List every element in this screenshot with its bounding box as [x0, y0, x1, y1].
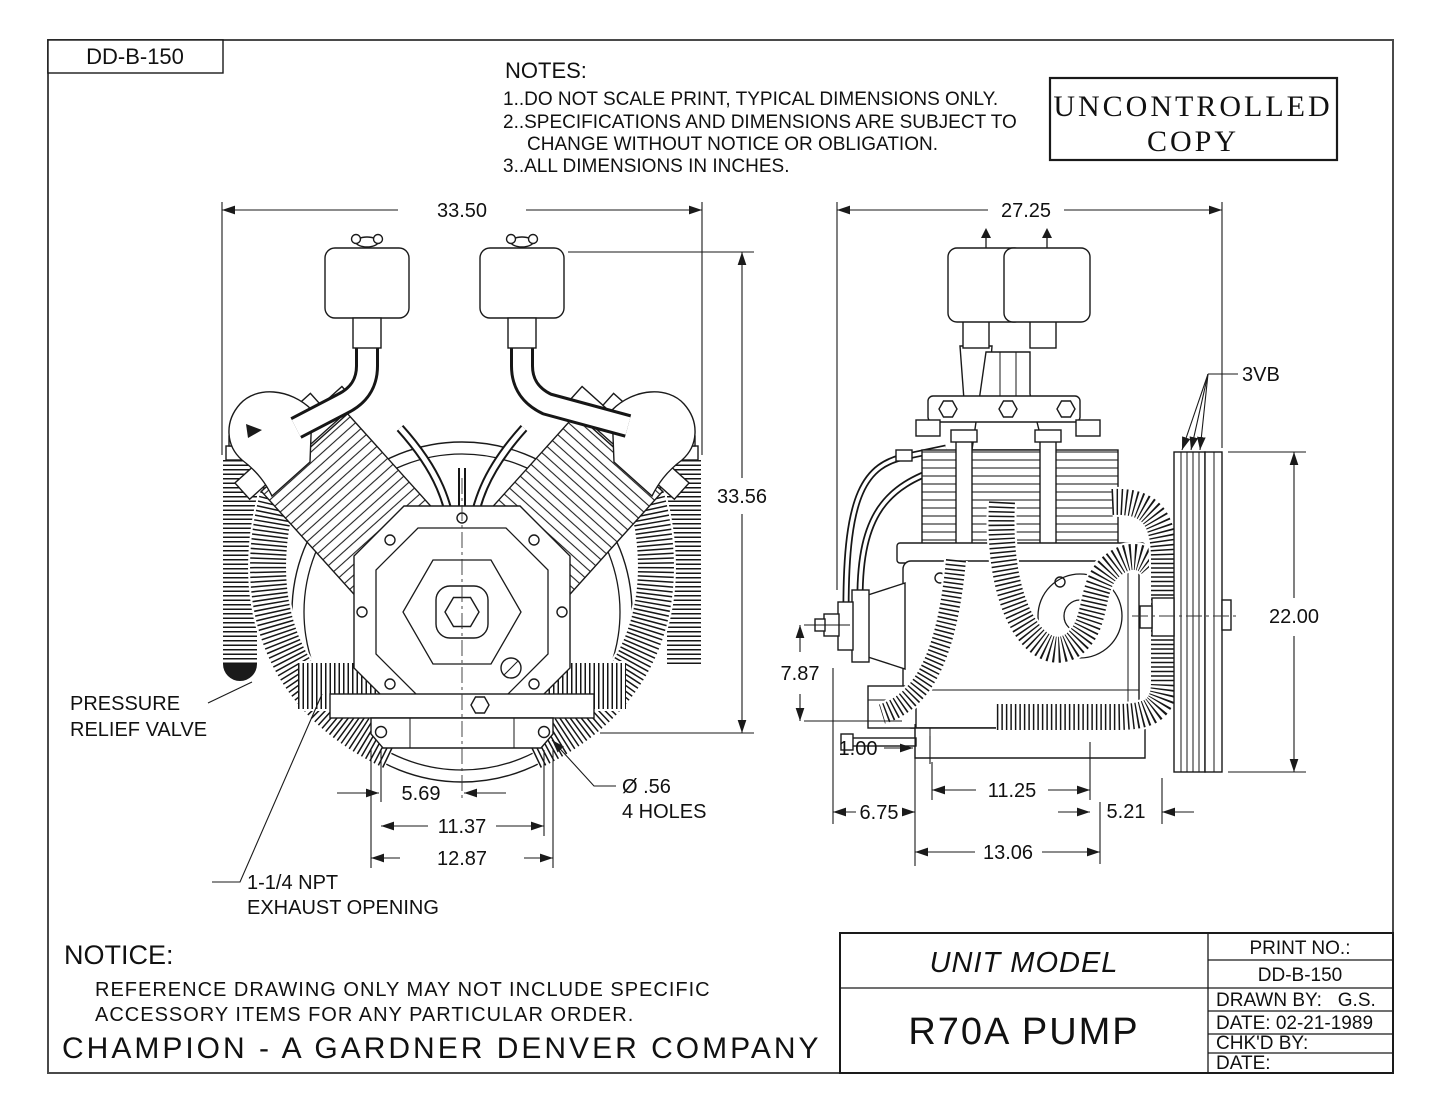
notes-heading: NOTES:: [505, 58, 587, 83]
stamp-line2: COPY: [1147, 125, 1239, 158]
side-view-drawing: [814, 228, 1240, 773]
drawn-date: DATE: 02-21-1989: [1216, 1013, 1373, 1034]
intake-elbows: [290, 346, 632, 439]
front-view-drawing: [221, 233, 703, 800]
notes-block: NOTES: 1..DO NOT SCALE PRINT, TYPICAL DI…: [503, 58, 1017, 177]
flexible-hoses: [877, 486, 1179, 732]
dim-left-offset: 6.75: [860, 802, 899, 824]
notice-block: NOTICE: REFERENCE DRAWING ONLY MAY NOT I…: [62, 940, 822, 1065]
checked-by: CHK'D BY:: [1216, 1033, 1308, 1054]
exhaust-label: 1-1/4 NPT EXHAUST OPENING: [212, 693, 439, 919]
print-no-label: PRINT NO.:: [1250, 938, 1351, 959]
dim-mount-span: 11.25: [988, 780, 1037, 802]
dim-bolt-span: 11.37: [438, 816, 487, 838]
front-view-dimensions: 33.50 33.56 5.69 11.37 12.87 PRESSURE RE…: [70, 200, 767, 919]
dim-front-width: 33.50: [437, 200, 487, 222]
crankshaft-nut: [444, 596, 480, 628]
air-filter-right: [479, 233, 565, 349]
title-block: UNIT MODEL R70A PUMP PRINT NO.: DD-B-150…: [839, 932, 1394, 1074]
unloader-assembly: [814, 582, 906, 670]
dim-base-span: 12.87: [437, 848, 487, 870]
mounting-hole: [374, 725, 388, 739]
note-line: 2..SPECIFICATIONS AND DIMENSIONS ARE SUB…: [503, 112, 1017, 133]
crankcase-front: [353, 505, 571, 719]
svg-text:3VB: 3VB: [1242, 364, 1280, 386]
notice-line: ACCESSORY ITEMS FOR ANY PARTICULAR ORDER…: [95, 1004, 634, 1026]
valve-assembly: [915, 345, 1101, 451]
air-filters-side: [947, 228, 1091, 349]
dim-pulley-diameter: 22.00: [1269, 606, 1319, 628]
dim-side-base-span: 13.06: [983, 842, 1033, 864]
pressure-relief-label: PRESSURE RELIEF VALVE: [70, 681, 253, 741]
pulley: [1139, 451, 1232, 773]
unit-model-label: UNIT MODEL: [930, 947, 1119, 979]
company-name: CHAMPION - A GARDNER DENVER COMPANY: [62, 1032, 822, 1065]
svg-text:4 HOLES: 4 HOLES: [622, 801, 706, 823]
mounting-hole: [537, 725, 551, 739]
print-no-value: DD-B-150: [1258, 965, 1342, 986]
note-line: 1..DO NOT SCALE PRINT, TYPICAL DIMENSION…: [503, 89, 998, 110]
dim-front-height: 33.56: [717, 486, 767, 508]
uncontrolled-copy-stamp: UNCONTROLLED COPY: [1048, 76, 1339, 162]
model-name: R70A PUMP: [908, 1011, 1139, 1053]
checked-date: DATE:: [1216, 1053, 1271, 1074]
stamp-line1: UNCONTROLLED: [1053, 90, 1332, 123]
pressure-relief-valve: [223, 664, 257, 681]
dim-pulley-offset: 5.21: [1107, 801, 1146, 823]
svg-text:PRESSURE: PRESSURE: [70, 693, 180, 715]
holes-label: Ø .56 4 HOLES: [551, 739, 706, 823]
side-view-dimensions: 27.25 3VB 22.00 7.87 1.00 6.75: [781, 200, 1319, 866]
svg-text:RELIEF VALVE: RELIEF VALVE: [70, 719, 207, 741]
page-border: [47, 39, 1394, 1074]
svg-text:1-1/4 NPT: 1-1/4 NPT: [247, 872, 338, 894]
note-line: 3..ALL DIMENSIONS IN INCHES.: [503, 156, 789, 177]
air-filter-left: [324, 233, 410, 349]
svg-text:EXHAUST OPENING: EXHAUST OPENING: [247, 897, 439, 919]
notice-heading: NOTICE:: [64, 940, 174, 970]
svg-text:Ø .56: Ø .56: [622, 776, 671, 798]
drawn-by: DRAWN BY: G.S.: [1216, 990, 1376, 1011]
dim-center-height: 7.87: [781, 663, 820, 685]
cylinder-fins-side: [921, 429, 1119, 553]
doc-number-box: DD-B-150: [47, 39, 224, 74]
notice-line: REFERENCE DRAWING ONLY MAY NOT INCLUDE S…: [95, 979, 711, 1001]
note-line: CHANGE WITHOUT NOTICE OR OBLIGATION.: [527, 134, 938, 155]
doc-number: DD-B-150: [86, 44, 184, 69]
dim-hole-span: 5.69: [402, 783, 441, 805]
belt-label: 3VB: [1181, 364, 1280, 451]
dim-foot-offset: 1.00: [839, 738, 878, 760]
dim-side-width: 27.25: [1001, 200, 1051, 222]
